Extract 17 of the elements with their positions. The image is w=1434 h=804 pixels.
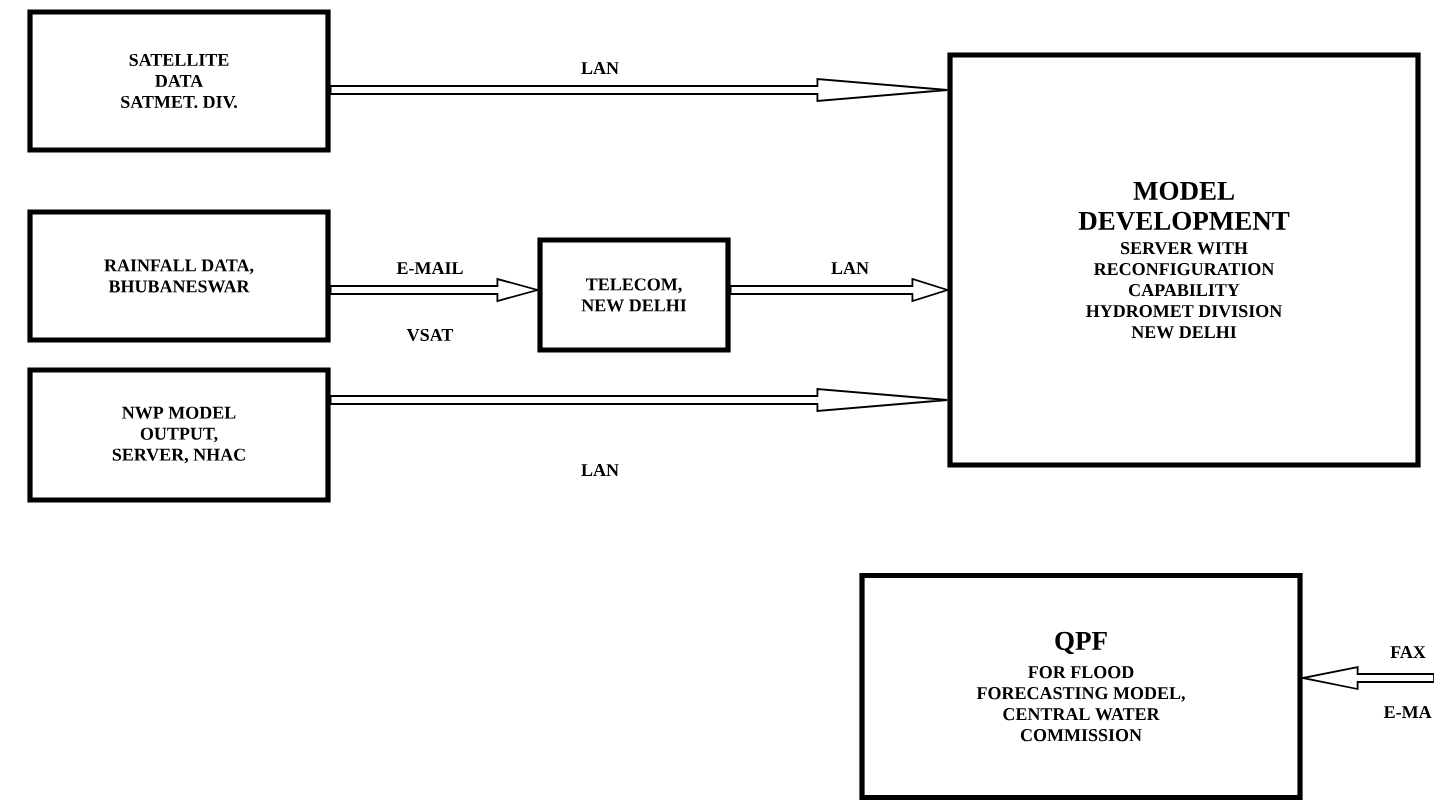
- edge-label: LAN: [829, 260, 871, 276]
- arrow: [729, 277, 951, 303]
- label: E-MA: [1383, 706, 1432, 718]
- process-box: SATELLITE DATA SATMET. DIV.: [27, 9, 331, 153]
- process-box: NWP MODEL OUTPUT, SERVER, NHAC: [27, 367, 331, 503]
- edge-label: FAX: [1388, 644, 1428, 660]
- process-box: MODEL DEVELOPMENT SERVER WITH RECONFIGURATION CAPABILITY HYDROMET DIVISION NEW DELHI: [947, 52, 1421, 468]
- process-box: TELECOM, NEW DELHI: [537, 237, 731, 353]
- edge-label: E-MAIL: [394, 260, 466, 276]
- arrow: [329, 78, 949, 102]
- label: VSAT: [406, 328, 454, 342]
- process-box: QPF FOR FLOOD FORECASTING MODEL, CENTRAL WATER COMMISSION: [859, 572, 1303, 801]
- edge-label: LAN: [579, 462, 621, 478]
- process-box: RAINFALL DATA, BHUBANESWAR: [27, 209, 331, 343]
- arrow: [329, 277, 541, 303]
- arrow: [329, 388, 949, 412]
- edge-label: LAN: [579, 60, 621, 76]
